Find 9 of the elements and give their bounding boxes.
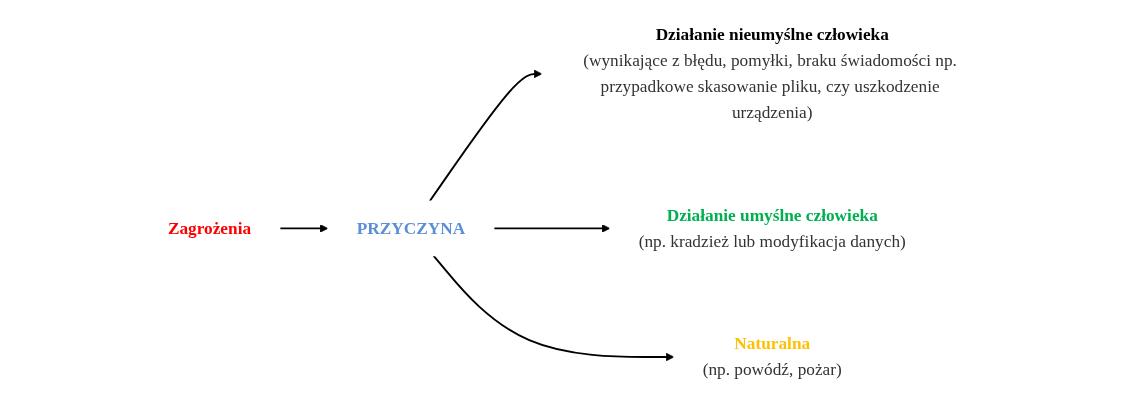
node-text: PRZYCZYNA xyxy=(356,218,466,238)
node-text: Zagrożenia xyxy=(168,218,252,238)
arrow xyxy=(279,224,329,233)
arrow xyxy=(493,224,611,233)
arrow xyxy=(429,69,543,202)
node-text: Działanie umyślne człowieka (np. kradzież lub modyfikacja danych) xyxy=(638,205,906,251)
arrow xyxy=(432,254,675,362)
node-text: Działanie nieumyślne człowieka (wynikające z błędu, pomyłki, braku świadomości np. przypadkowe skasowanie pliku, czy uszkodzenie urządzenia) xyxy=(583,24,958,122)
node-text: Naturalna (np. powódź, pożar) xyxy=(702,333,842,380)
